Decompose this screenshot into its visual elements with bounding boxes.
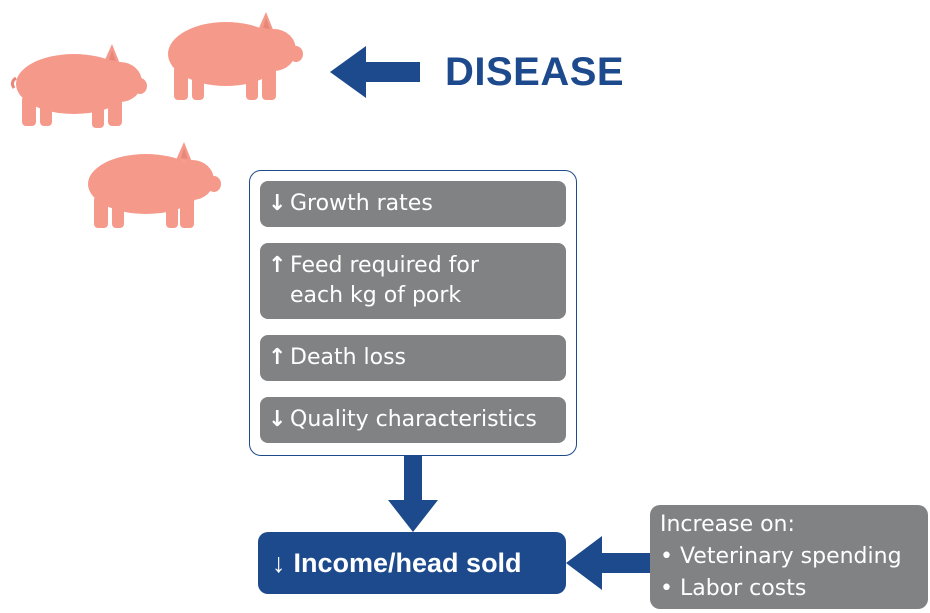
effect-label: Quality characteristics bbox=[290, 407, 537, 432]
effect-label: Feed required for each kg of pork bbox=[290, 253, 479, 308]
pig-icon bbox=[10, 44, 147, 128]
left-arrow-icon bbox=[566, 536, 652, 590]
arrow-down-icon: ↓ bbox=[268, 407, 287, 432]
effect-label: Growth rates bbox=[290, 191, 433, 216]
arrow-up-icon: ↑ bbox=[268, 253, 287, 278]
arrow-down-icon: ↓ bbox=[268, 191, 287, 216]
down-arrow-icon bbox=[388, 456, 438, 532]
effects-panel: ↓ Growth rates ↑ Feed required for each … bbox=[249, 170, 577, 456]
cost-increase-callout: Increase on: • Veterinary spending • Lab… bbox=[650, 505, 928, 609]
title-disease: DISEASE bbox=[445, 50, 625, 94]
pig-icon bbox=[168, 12, 303, 100]
callout-heading: Increase on: bbox=[660, 512, 795, 537]
callout-item-veterinary: • Veterinary spending bbox=[660, 544, 902, 569]
effect-feed-required: ↑ Feed required for each kg of pork bbox=[260, 243, 566, 319]
arrow-up-icon: ↑ bbox=[268, 345, 287, 370]
callout-item-labor: • Labor costs bbox=[660, 576, 807, 601]
income-per-head-box: ↓ Income/head sold bbox=[258, 532, 566, 594]
left-arrow-icon bbox=[330, 46, 420, 98]
effect-death-loss: ↑ Death loss bbox=[260, 335, 566, 381]
income-label: Income/head sold bbox=[293, 547, 522, 578]
arrow-down-icon: ↓ bbox=[272, 547, 286, 578]
pig-icon bbox=[88, 142, 221, 228]
effect-quality: ↓ Quality characteristics bbox=[260, 397, 566, 443]
effect-label: Death loss bbox=[290, 345, 407, 370]
effect-growth-rates: ↓ Growth rates bbox=[260, 181, 566, 227]
